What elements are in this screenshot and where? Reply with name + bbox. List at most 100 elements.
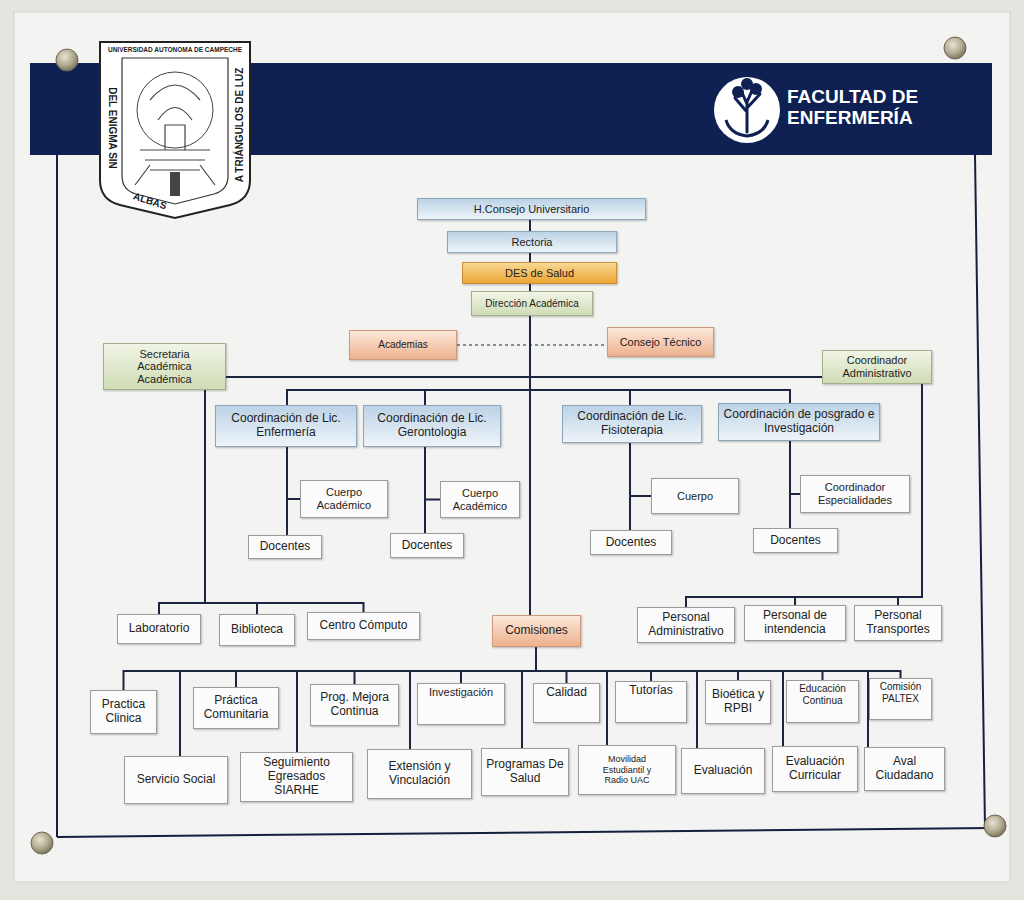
connector-line (630, 443, 651, 496)
org-box: Aval Ciudadano (864, 747, 945, 791)
box-text: Biblioteca (231, 623, 283, 637)
org-box: Coordinación de Lic. Enfermería (215, 405, 357, 447)
box-text: Tutorías (629, 684, 673, 698)
org-box: Coordinación de Lic. Gerontologia (363, 405, 501, 447)
connector-line (529, 316, 531, 615)
connector-line (424, 447, 426, 533)
connector-line (461, 647, 536, 683)
connector-line (536, 647, 823, 680)
connector-line (124, 647, 537, 690)
org-box: Personal Administrativo (637, 607, 735, 643)
box-text: Cuerpo Académico (445, 487, 515, 512)
box-text: Cuerpo (677, 490, 713, 503)
box-text: Evaluación (694, 764, 753, 778)
org-box: Practica Clinica (90, 690, 157, 734)
box-text: Dirección Académica (485, 298, 578, 310)
connector-line (536, 647, 901, 678)
box-text: Cuerpo Académico (305, 486, 383, 511)
screw (31, 832, 53, 854)
screw (984, 815, 1006, 837)
org-box: Rectoria (447, 231, 617, 253)
box-text: Consejo Técnico (620, 336, 702, 349)
faculty-logo (714, 77, 780, 143)
org-box: Educación Continua (786, 680, 859, 723)
connector-line (522, 647, 536, 748)
box-text: Coordinación de posgrado e Investigación (723, 408, 875, 436)
connector-line (425, 316, 530, 405)
org-box: Práctica Comunitaria (193, 687, 279, 729)
seal-text: ALBAS (132, 190, 168, 211)
seal-text: UNIVERSIDAD AUTONOMA DE CAMPECHE (108, 46, 242, 53)
connector-line (287, 447, 300, 499)
org-box: H.Consejo Universitario (417, 198, 646, 220)
box-text: Coordinación de Lic. Fisioterapia (567, 410, 697, 438)
frame-line (56, 155, 58, 837)
box-text: Personal Administrativo (642, 611, 730, 639)
org-box: Coordinador Administrativo (822, 350, 932, 384)
box-text: Comisión PALTEX (874, 681, 927, 704)
org-box: Evaluación Curricular (772, 746, 858, 792)
faculty-logo (732, 86, 744, 98)
org-box: Seguimiento Egresados SIARHE (240, 752, 353, 802)
org-box: Coordinación de posgrado e Investigación (718, 403, 880, 441)
connector-line (686, 384, 922, 607)
connector-line (410, 647, 536, 749)
box-text: Educación Continua (791, 683, 854, 706)
box-text: Aval Ciudadano (869, 755, 940, 783)
org-box: Coordinador Especialidades (800, 475, 910, 513)
box-text: Práctica Comunitaria (198, 694, 274, 722)
org-box: Calidad (533, 683, 600, 723)
org-box: Comisiones (492, 615, 581, 647)
connector-line (530, 316, 822, 377)
box-text: Secretaria Académica Académica (126, 348, 203, 386)
org-box: Servicio Social (124, 756, 228, 804)
box-text: Comisiones (505, 624, 568, 638)
connector-line (286, 447, 288, 535)
connector-line (629, 443, 631, 530)
seal-illustration (170, 172, 180, 196)
box-text: Evaluación Curricular (777, 755, 853, 783)
seal-text: DEL ENIGMA SIN (107, 87, 118, 169)
connector-line (536, 647, 868, 747)
org-box: Extensión y Vinculación (367, 749, 472, 799)
org-box: DES de Salud (462, 262, 617, 284)
org-box: Coordinación de Lic. Fisioterapia (562, 405, 702, 443)
connector-line (355, 647, 537, 684)
plaque-board (14, 12, 1010, 882)
org-box: Comisión PALTEX (869, 678, 932, 720)
box-text: Personal de intendencia (749, 609, 841, 637)
org-box: Evaluación (681, 748, 765, 794)
connector-line (287, 316, 530, 405)
box-text: Coordinación de Lic. Gerontologia (368, 412, 496, 440)
connector-line (530, 316, 790, 403)
box-text: Bioética y RPBI (710, 688, 766, 716)
connector-line (536, 647, 738, 680)
org-box: Centro Cómputo (307, 612, 420, 640)
org-box: Bioética y RPBI (705, 680, 771, 724)
org-box: Docentes (390, 533, 464, 558)
connector-line (297, 647, 536, 752)
org-box: Personal Transportes (854, 605, 942, 641)
connector-line (536, 647, 651, 681)
org-box: Cuerpo (651, 478, 739, 514)
screw (944, 37, 966, 59)
org-box: Dirección Académica (471, 291, 593, 316)
box-text: H.Consejo Universitario (474, 203, 590, 216)
connector-line (457, 344, 607, 345)
connector-line (789, 441, 791, 528)
screw (56, 49, 78, 71)
org-box: Biblioteca (219, 614, 295, 646)
org-box: Cuerpo Académico (440, 481, 520, 518)
connector-line (529, 284, 531, 291)
box-text: DES de Salud (505, 267, 574, 280)
org-box: Personal de intendencia (744, 605, 846, 641)
box-text: Rectoria (512, 236, 553, 249)
connector-line (898, 384, 922, 605)
org-box: Movilidad Estudiantil y Radio UAC (578, 745, 676, 795)
connector-line (790, 441, 800, 494)
box-text: Servicio Social (137, 773, 216, 787)
org-box: Laboratorio (117, 614, 201, 644)
